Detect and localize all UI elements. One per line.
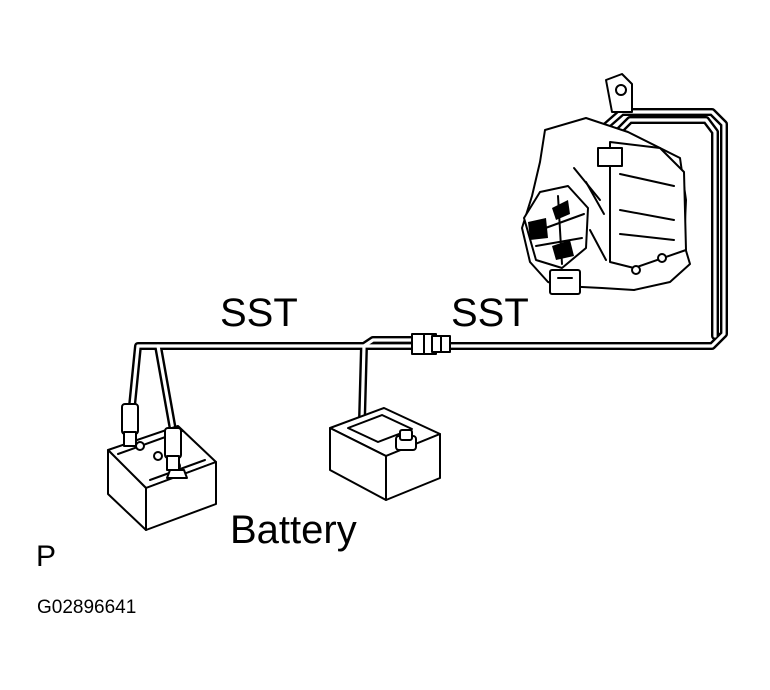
battery-clip-leads [121, 403, 188, 479]
actuator-assembly [521, 73, 691, 295]
sst-control-box [329, 407, 441, 501]
figure-code: G02896641 [37, 597, 137, 618]
car-battery [107, 425, 217, 531]
sst-label-right: SST [451, 291, 529, 335]
battery-label: Battery [230, 508, 357, 552]
sst-label-left: SST [220, 291, 298, 335]
corner-letter: P [36, 540, 57, 573]
sst-connector [411, 333, 451, 355]
